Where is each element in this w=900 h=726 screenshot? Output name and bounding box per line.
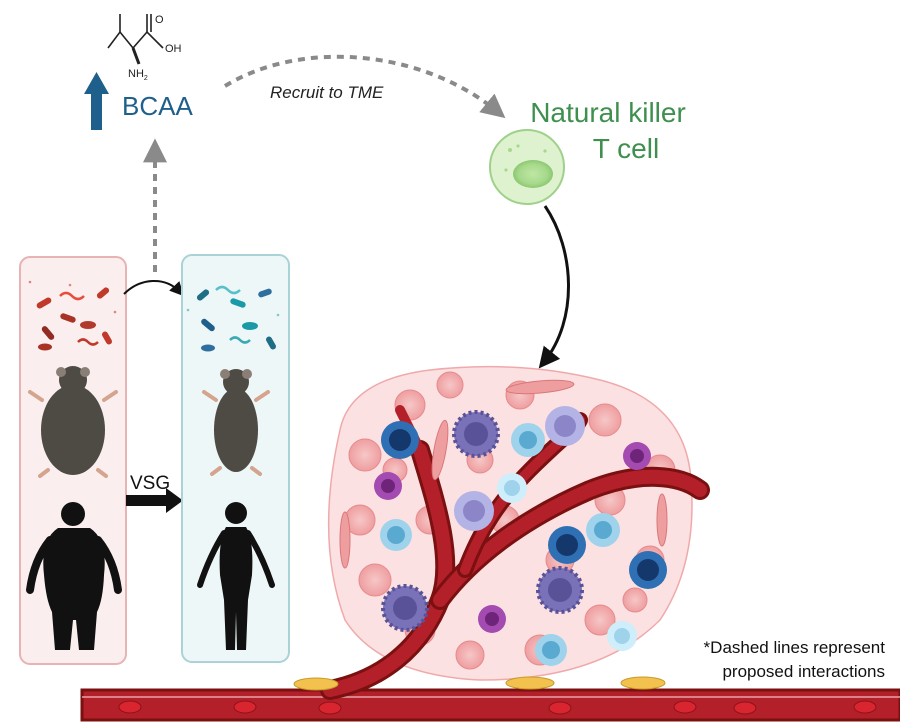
nkt-label-line1: Natural killer bbox=[530, 97, 686, 128]
immune-cells-lightblue bbox=[380, 423, 637, 666]
tumor-microenvironment bbox=[80, 365, 900, 722]
recruit-label: Recruit to TME bbox=[270, 83, 384, 102]
endothelial-cells bbox=[293, 676, 666, 691]
bacteria-icon-left bbox=[28, 280, 117, 351]
nkt-label-line2: T cell bbox=[593, 133, 659, 164]
molecule-nh2-label: NH2 bbox=[128, 68, 148, 82]
arrow-nkt-to-tumor bbox=[538, 205, 570, 369]
blood-vessel-main bbox=[80, 688, 900, 722]
spiky-cells bbox=[381, 410, 584, 632]
molecule-o-label: O bbox=[155, 14, 164, 26]
note-line2: proposed interactions bbox=[722, 662, 885, 681]
dendritic-cells bbox=[374, 442, 651, 633]
dashed-arrow-recruit bbox=[223, 54, 506, 119]
vsg-label: VSG bbox=[130, 473, 170, 494]
obese-mouse-icon bbox=[28, 366, 118, 478]
note-line1: *Dashed lines represent bbox=[704, 638, 886, 657]
lean-human-icon bbox=[197, 502, 275, 650]
left-panel bbox=[19, 256, 127, 665]
red-blood-cells bbox=[118, 700, 877, 715]
immune-cells-lavender bbox=[454, 406, 585, 531]
bacteria-icon-right bbox=[186, 285, 280, 352]
up-arrow-icon bbox=[84, 72, 109, 130]
obese-human-icon bbox=[26, 502, 122, 650]
molecule-wedge-bond bbox=[131, 47, 141, 65]
fibroblasts bbox=[339, 379, 668, 569]
bcaa-molecule: O OH NH2 bbox=[107, 14, 182, 82]
immune-cells-blue bbox=[381, 421, 667, 589]
right-panel bbox=[181, 254, 290, 663]
nkt-cell-icon bbox=[489, 129, 565, 205]
vsg-arrow bbox=[126, 488, 183, 513]
lean-mouse-icon bbox=[202, 369, 270, 476]
bcaa-label: BCAA bbox=[122, 91, 193, 121]
molecule-oh-label: OH bbox=[165, 43, 182, 55]
arrow-microbiome-shift bbox=[123, 279, 184, 297]
